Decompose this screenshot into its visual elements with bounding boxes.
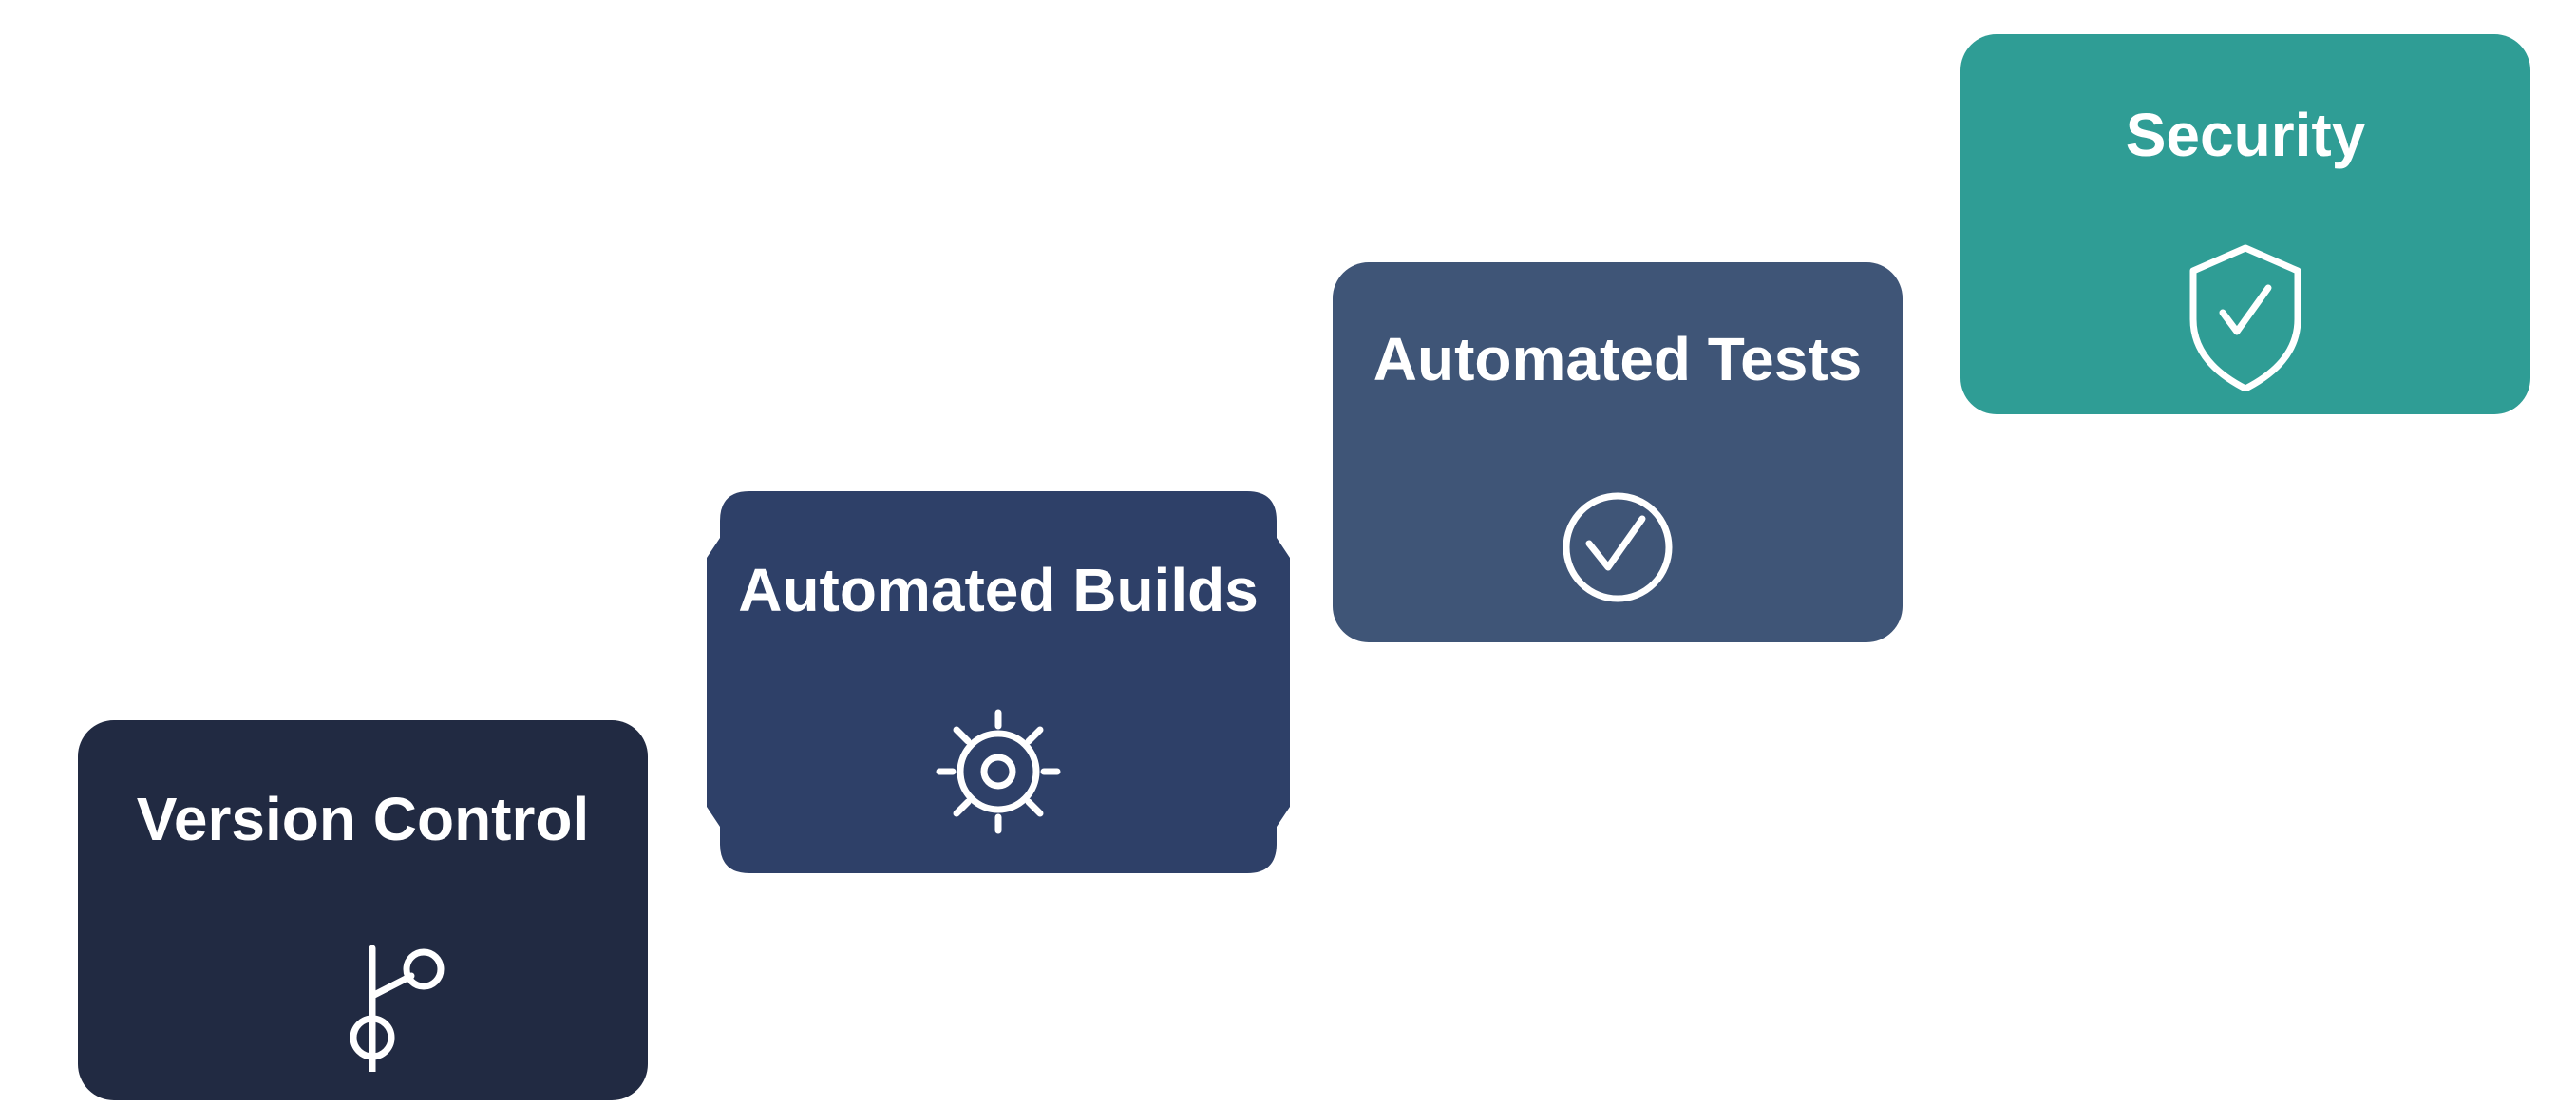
step-title: Automated Tests xyxy=(1373,325,1863,393)
step-title: Version Control xyxy=(136,785,590,853)
step-card-version-control: Version Control xyxy=(78,720,648,1100)
gear-icon xyxy=(936,709,1061,834)
step-title: Automated Builds xyxy=(738,556,1259,624)
step-title: Security xyxy=(2125,101,2366,169)
step-card-automated-tests: Automated Tests xyxy=(1333,262,1903,642)
check-circle-icon xyxy=(1563,492,1673,602)
shield-check-icon xyxy=(2189,244,2301,391)
git-branch-icon xyxy=(350,945,445,1072)
step-card-security: Security xyxy=(1960,34,2530,414)
step-card-shape xyxy=(707,491,1290,873)
step-card-automated-builds: Automated Builds xyxy=(707,491,1290,873)
